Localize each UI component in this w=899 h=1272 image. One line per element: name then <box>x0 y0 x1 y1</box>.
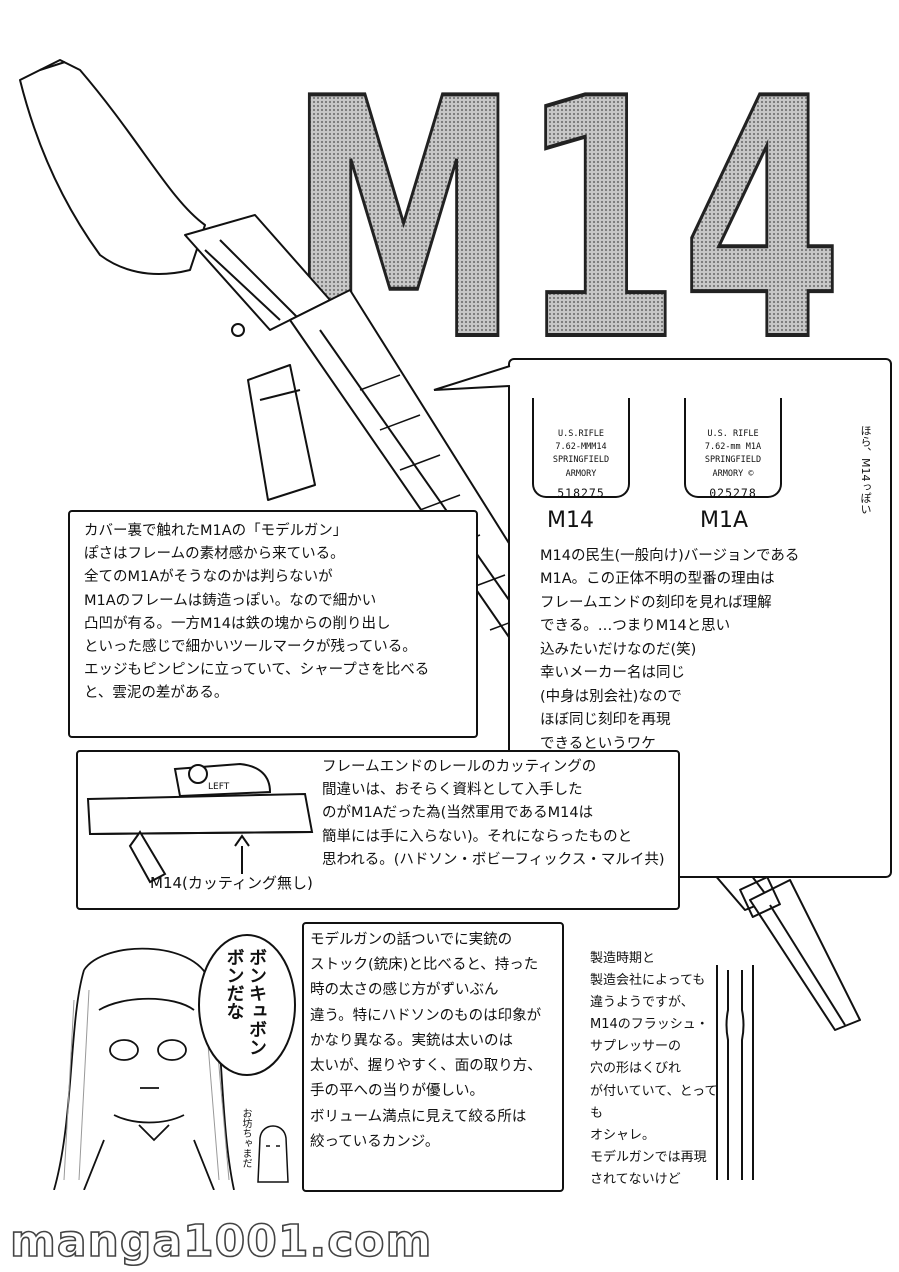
cover-note-panel <box>68 510 478 738</box>
m1a-plate-label: M1A <box>700 508 749 533</box>
stock-comparison-panel <box>302 922 564 1192</box>
m1a-explanation-text: M14の民生(一般向け)バージョンである M1A。この正体不明の型番の理由は フ… <box>540 548 800 752</box>
speech-bubble <box>198 934 296 1076</box>
plate-line: U.S.RIFLE <box>557 429 605 439</box>
plate-side-note: ほら、M14っぽい <box>859 425 872 515</box>
stock-comparison-text: モデルガンの話ついでに実銃の ストック(銃床)と比べると、持った 時の太さの感じ… <box>310 932 542 1150</box>
rail-cutting-text: フレームエンドのレールのカッティングの 間違いは、おそらく資料として入手した の… <box>322 759 665 868</box>
plate-line: 7.62-mm M1A <box>704 442 762 453</box>
plate-serial: 518275 <box>557 485 605 500</box>
plate-line: 7.62-MMM14 <box>555 442 607 453</box>
small-character-illustration <box>257 1125 289 1183</box>
rail-caption: M14(カッティング無し) <box>150 874 313 892</box>
flash-suppressor-drawing <box>716 965 754 1180</box>
cover-note-text: カバー裏で触れたM1Aの「モデルガン」 ぽさはフレームの素材感から来ている。 全… <box>84 523 430 702</box>
suppressor-note-text: 製造時期と 製造会社によっても 違うようですが、 M14のフラッシュ・ サプレッ… <box>590 951 718 1187</box>
plate-line: ARMORY © <box>712 468 754 479</box>
plate-line: ARMORY <box>565 468 597 479</box>
rail-drawing: LEFT <box>86 762 314 884</box>
site-watermark: manga1001.com <box>9 1215 433 1268</box>
plate-serial: 025278 <box>709 485 757 500</box>
m1a-receiver-plate: U.S. RIFLE 7.62-mm M1A SPRINGFIELD ARMOR… <box>684 398 782 500</box>
m14-plate-label: M14 <box>547 508 594 533</box>
bubble-tail <box>433 365 511 391</box>
plate-line: SPRINGFIELD <box>552 455 610 466</box>
small-character-note: お坊ちゃまだ <box>240 1108 251 1168</box>
speech-text: ボンキュボンボンだな <box>223 948 268 1056</box>
m14-title-graphic: M14 <box>288 40 845 350</box>
rail-marking-text: LEFT <box>208 782 230 792</box>
m14-receiver-plate: U.S.RIFLE 7.62-MMM14 SPRINGFIELD ARMORY … <box>532 398 630 500</box>
plate-line: SPRINGFIELD <box>704 455 762 466</box>
m14-title-text: M14 <box>288 40 843 350</box>
plate-line: U.S. RIFLE <box>707 429 759 439</box>
